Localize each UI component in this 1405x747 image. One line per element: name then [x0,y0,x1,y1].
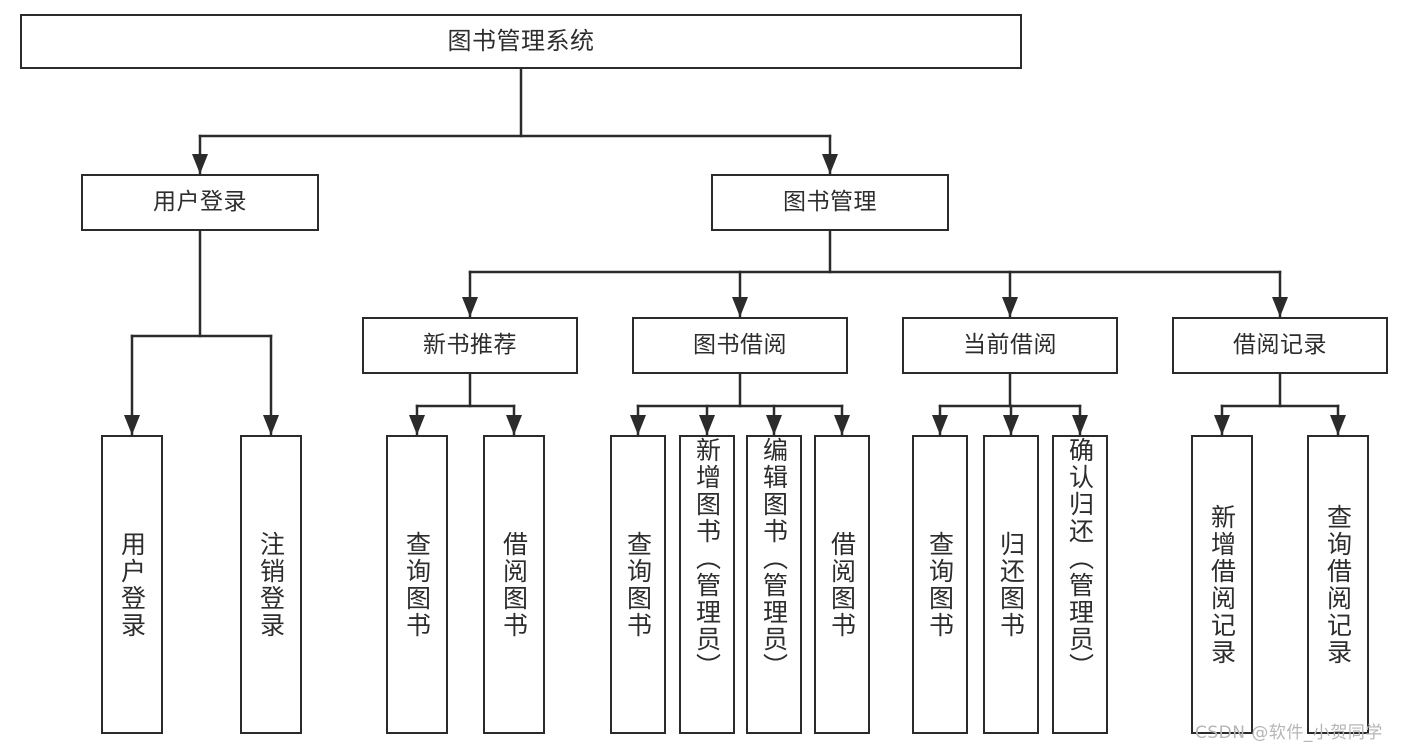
node-label-records: 借阅记录 [1233,331,1327,358]
node-label-leaf-query-record: 查询借阅记录 [1323,503,1353,666]
edge-arrowhead-current-to-leaves-0 [932,415,948,435]
edge-arrowhead-records-to-leaves-1 [1330,415,1346,435]
edge-arrowhead-borrow-to-leaves-2 [766,415,782,435]
node-label-leaf-return-book: 归还图书 [996,530,1026,639]
node-label-bookmgmt: 图书管理 [783,188,877,215]
node-label-leaf-query-book-2: 查询图书 [623,530,653,639]
edge-arrowhead-bookmgmt-to-level3-0 [462,297,478,317]
node-label-leaf-borrow-book-2: 借阅图书 [827,530,857,639]
node-leaf-logout[interactable]: 注销登录 [240,435,302,734]
edge-arrowhead-newbook-to-leaves-0 [409,415,425,435]
node-borrow[interactable]: 图书借阅 [632,317,848,374]
node-leaf-return-book[interactable]: 归还图书 [983,435,1039,734]
node-leaf-user-login[interactable]: 用户登录 [101,435,163,734]
edge-arrowhead-current-to-leaves-2 [1072,415,1088,435]
node-leaf-query-book-1[interactable]: 查询图书 [386,435,448,734]
node-leaf-borrow-book-2[interactable]: 借阅图书 [814,435,870,734]
node-label-borrow: 图书借阅 [693,331,787,358]
edge-arrowhead-login-to-leaves-0 [124,415,140,435]
node-login[interactable]: 用户登录 [81,174,319,231]
edge-arrowhead-current-to-leaves-1 [1003,415,1019,435]
node-label-leaf-edit-book: 编辑图书（管理员） [759,437,789,680]
node-leaf-add-book[interactable]: 新增图书（管理员） [679,435,735,734]
edge-arrowhead-login-to-leaves-1 [263,415,279,435]
node-current[interactable]: 当前借阅 [902,317,1118,374]
node-records[interactable]: 借阅记录 [1172,317,1388,374]
node-leaf-query-record[interactable]: 查询借阅记录 [1307,435,1369,734]
node-newbook[interactable]: 新书推荐 [362,317,578,374]
node-label-leaf-add-record: 新增借阅记录 [1207,503,1237,666]
node-label-newbook: 新书推荐 [423,331,517,358]
edge-arrowhead-bookmgmt-to-level3-3 [1272,297,1288,317]
node-leaf-borrow-book-1[interactable]: 借阅图书 [483,435,545,734]
node-label-leaf-query-book-3: 查询图书 [925,530,955,639]
node-label-leaf-add-book: 新增图书（管理员） [692,437,722,680]
node-leaf-add-record[interactable]: 新增借阅记录 [1191,435,1253,734]
node-label-root: 图书管理系统 [447,27,595,56]
edge-arrowhead-root-to-level2-1 [822,154,838,174]
node-label-current: 当前借阅 [963,331,1057,358]
edge-arrowhead-bookmgmt-to-level3-2 [1002,297,1018,317]
edge-arrowhead-borrow-to-leaves-3 [834,415,850,435]
edge-arrowhead-root-to-level2-0 [192,154,208,174]
node-leaf-confirm-return[interactable]: 确认归还（管理员） [1052,435,1108,734]
node-leaf-edit-book[interactable]: 编辑图书（管理员） [746,435,802,734]
node-bookmgmt[interactable]: 图书管理 [711,174,949,231]
edge-arrowhead-bookmgmt-to-level3-1 [732,297,748,317]
csdn-watermark: CSDN @软件_小贺同学 [1195,723,1383,743]
edge-arrowhead-borrow-to-leaves-0 [630,415,646,435]
node-root[interactable]: 图书管理系统 [20,14,1022,69]
node-leaf-query-book-3[interactable]: 查询图书 [912,435,968,734]
node-leaf-query-book-2[interactable]: 查询图书 [610,435,666,734]
node-label-leaf-user-login: 用户登录 [117,530,147,639]
edge-arrowhead-borrow-to-leaves-1 [699,415,715,435]
edge-arrowhead-records-to-leaves-0 [1214,415,1230,435]
edge-arrowhead-newbook-to-leaves-1 [506,415,522,435]
node-label-leaf-borrow-book-1: 借阅图书 [499,530,529,639]
node-label-login: 用户登录 [153,188,247,215]
node-label-leaf-logout: 注销登录 [256,530,286,639]
node-label-leaf-query-book-1: 查询图书 [402,530,432,639]
node-label-leaf-confirm-return: 确认归还（管理员） [1065,437,1095,680]
